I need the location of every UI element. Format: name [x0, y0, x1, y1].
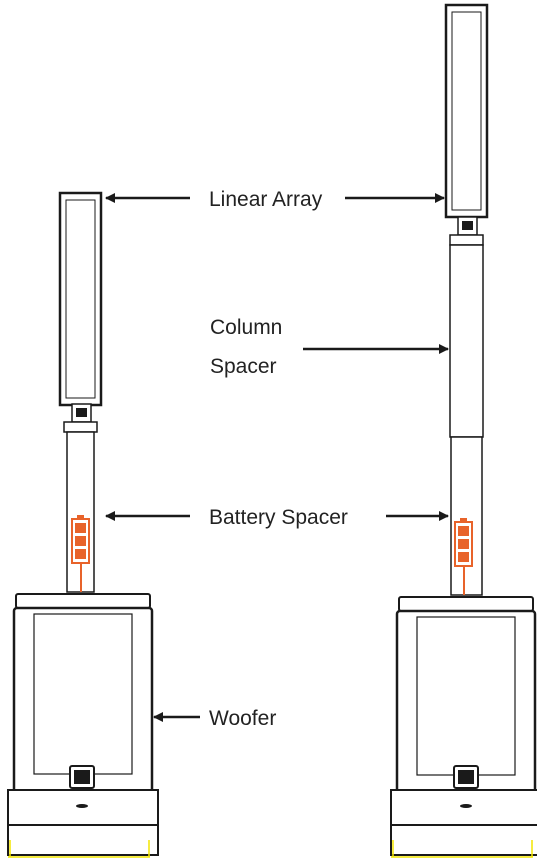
label-linear-array: Linear Array: [209, 188, 323, 211]
left-woofer: [7, 593, 159, 858]
right-woofer: [390, 596, 537, 858]
label-battery-spacer: Battery Spacer: [209, 506, 348, 529]
label-column-spacer-line1: Column: [210, 316, 282, 339]
right-speaker-system: [390, 3, 537, 858]
right-linear-array: [444, 3, 489, 246]
right-battery-icon: [454, 518, 473, 595]
left-battery-spacer: [66, 431, 95, 593]
left-battery-icon: [71, 515, 90, 592]
right-column-spacer: [449, 244, 484, 438]
left-speaker-system: [7, 191, 159, 858]
label-woofer: Woofer: [209, 707, 276, 730]
left-linear-array: [58, 191, 103, 433]
callout-arrows: [105, 193, 449, 722]
right-battery-spacer: [450, 436, 483, 596]
label-column-spacer-line2: Spacer: [210, 355, 277, 378]
